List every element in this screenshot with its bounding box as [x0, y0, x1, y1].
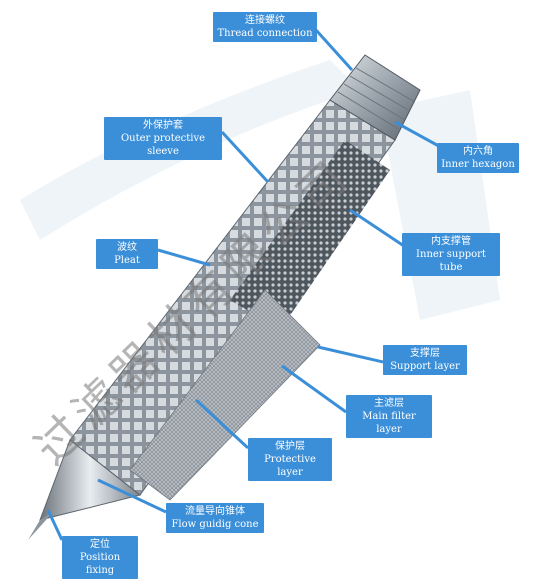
label-en: Support layer: [390, 361, 460, 372]
label-en: Outer protective sleeve: [120, 133, 206, 157]
label-en: Inner support tube: [416, 249, 486, 273]
label-zh: 外保护套: [143, 120, 183, 131]
label-en: Protective layer: [264, 454, 316, 478]
callout-arrows: [46, 28, 447, 541]
label-position-fixing: 定位 Position fixing: [62, 536, 138, 579]
thread-ridges: [337, 67, 416, 131]
label-protective-layer: 保护层 Protective layer: [248, 438, 332, 481]
label-main-filter-layer: 主滤层 Main filter layer: [346, 395, 432, 438]
label-zh: 保护层: [275, 441, 305, 452]
label-en: Flow guidig cone: [171, 519, 259, 530]
label-thread-connection: 连接螺纹 Thread connection: [213, 12, 317, 42]
label-zh: 波纹: [117, 242, 137, 253]
label-zh: 内支撑管: [431, 236, 471, 247]
label-en: Thread connection: [217, 28, 313, 39]
perforated-tube: [230, 140, 390, 330]
label-pleat: 波纹 Pleat: [96, 239, 158, 269]
label-zh: 主滤层: [374, 398, 404, 409]
label-zh: 流量导向锥体: [185, 506, 245, 517]
label-en: Position fixing: [79, 552, 121, 576]
label-zh: 内六角: [463, 146, 493, 157]
thread-end: [329, 54, 421, 141]
position-tip: [28, 510, 55, 540]
label-en: Inner hexagon: [441, 159, 515, 170]
label-en: Main filter layer: [362, 411, 416, 435]
label-zh: 定位: [90, 539, 110, 550]
label-outer-protective-sleeve: 外保护套 Outer protective sleeve: [104, 117, 222, 160]
label-zh: 支撑层: [410, 348, 440, 359]
label-inner-hexagon: 内六角 Inner hexagon: [437, 143, 519, 173]
label-en: Pleat: [114, 255, 140, 266]
label-flow-guiding-cone: 流量导向锥体 Flow guidig cone: [166, 503, 264, 533]
label-inner-support-tube: 内支撑管 Inner support tube: [402, 233, 500, 276]
label-zh: 连接螺纹: [245, 15, 285, 26]
mesh-layers: [129, 289, 321, 501]
label-support-layer: 支撑层 Support layer: [383, 345, 467, 375]
flow-guiding-cone: [39, 439, 142, 521]
